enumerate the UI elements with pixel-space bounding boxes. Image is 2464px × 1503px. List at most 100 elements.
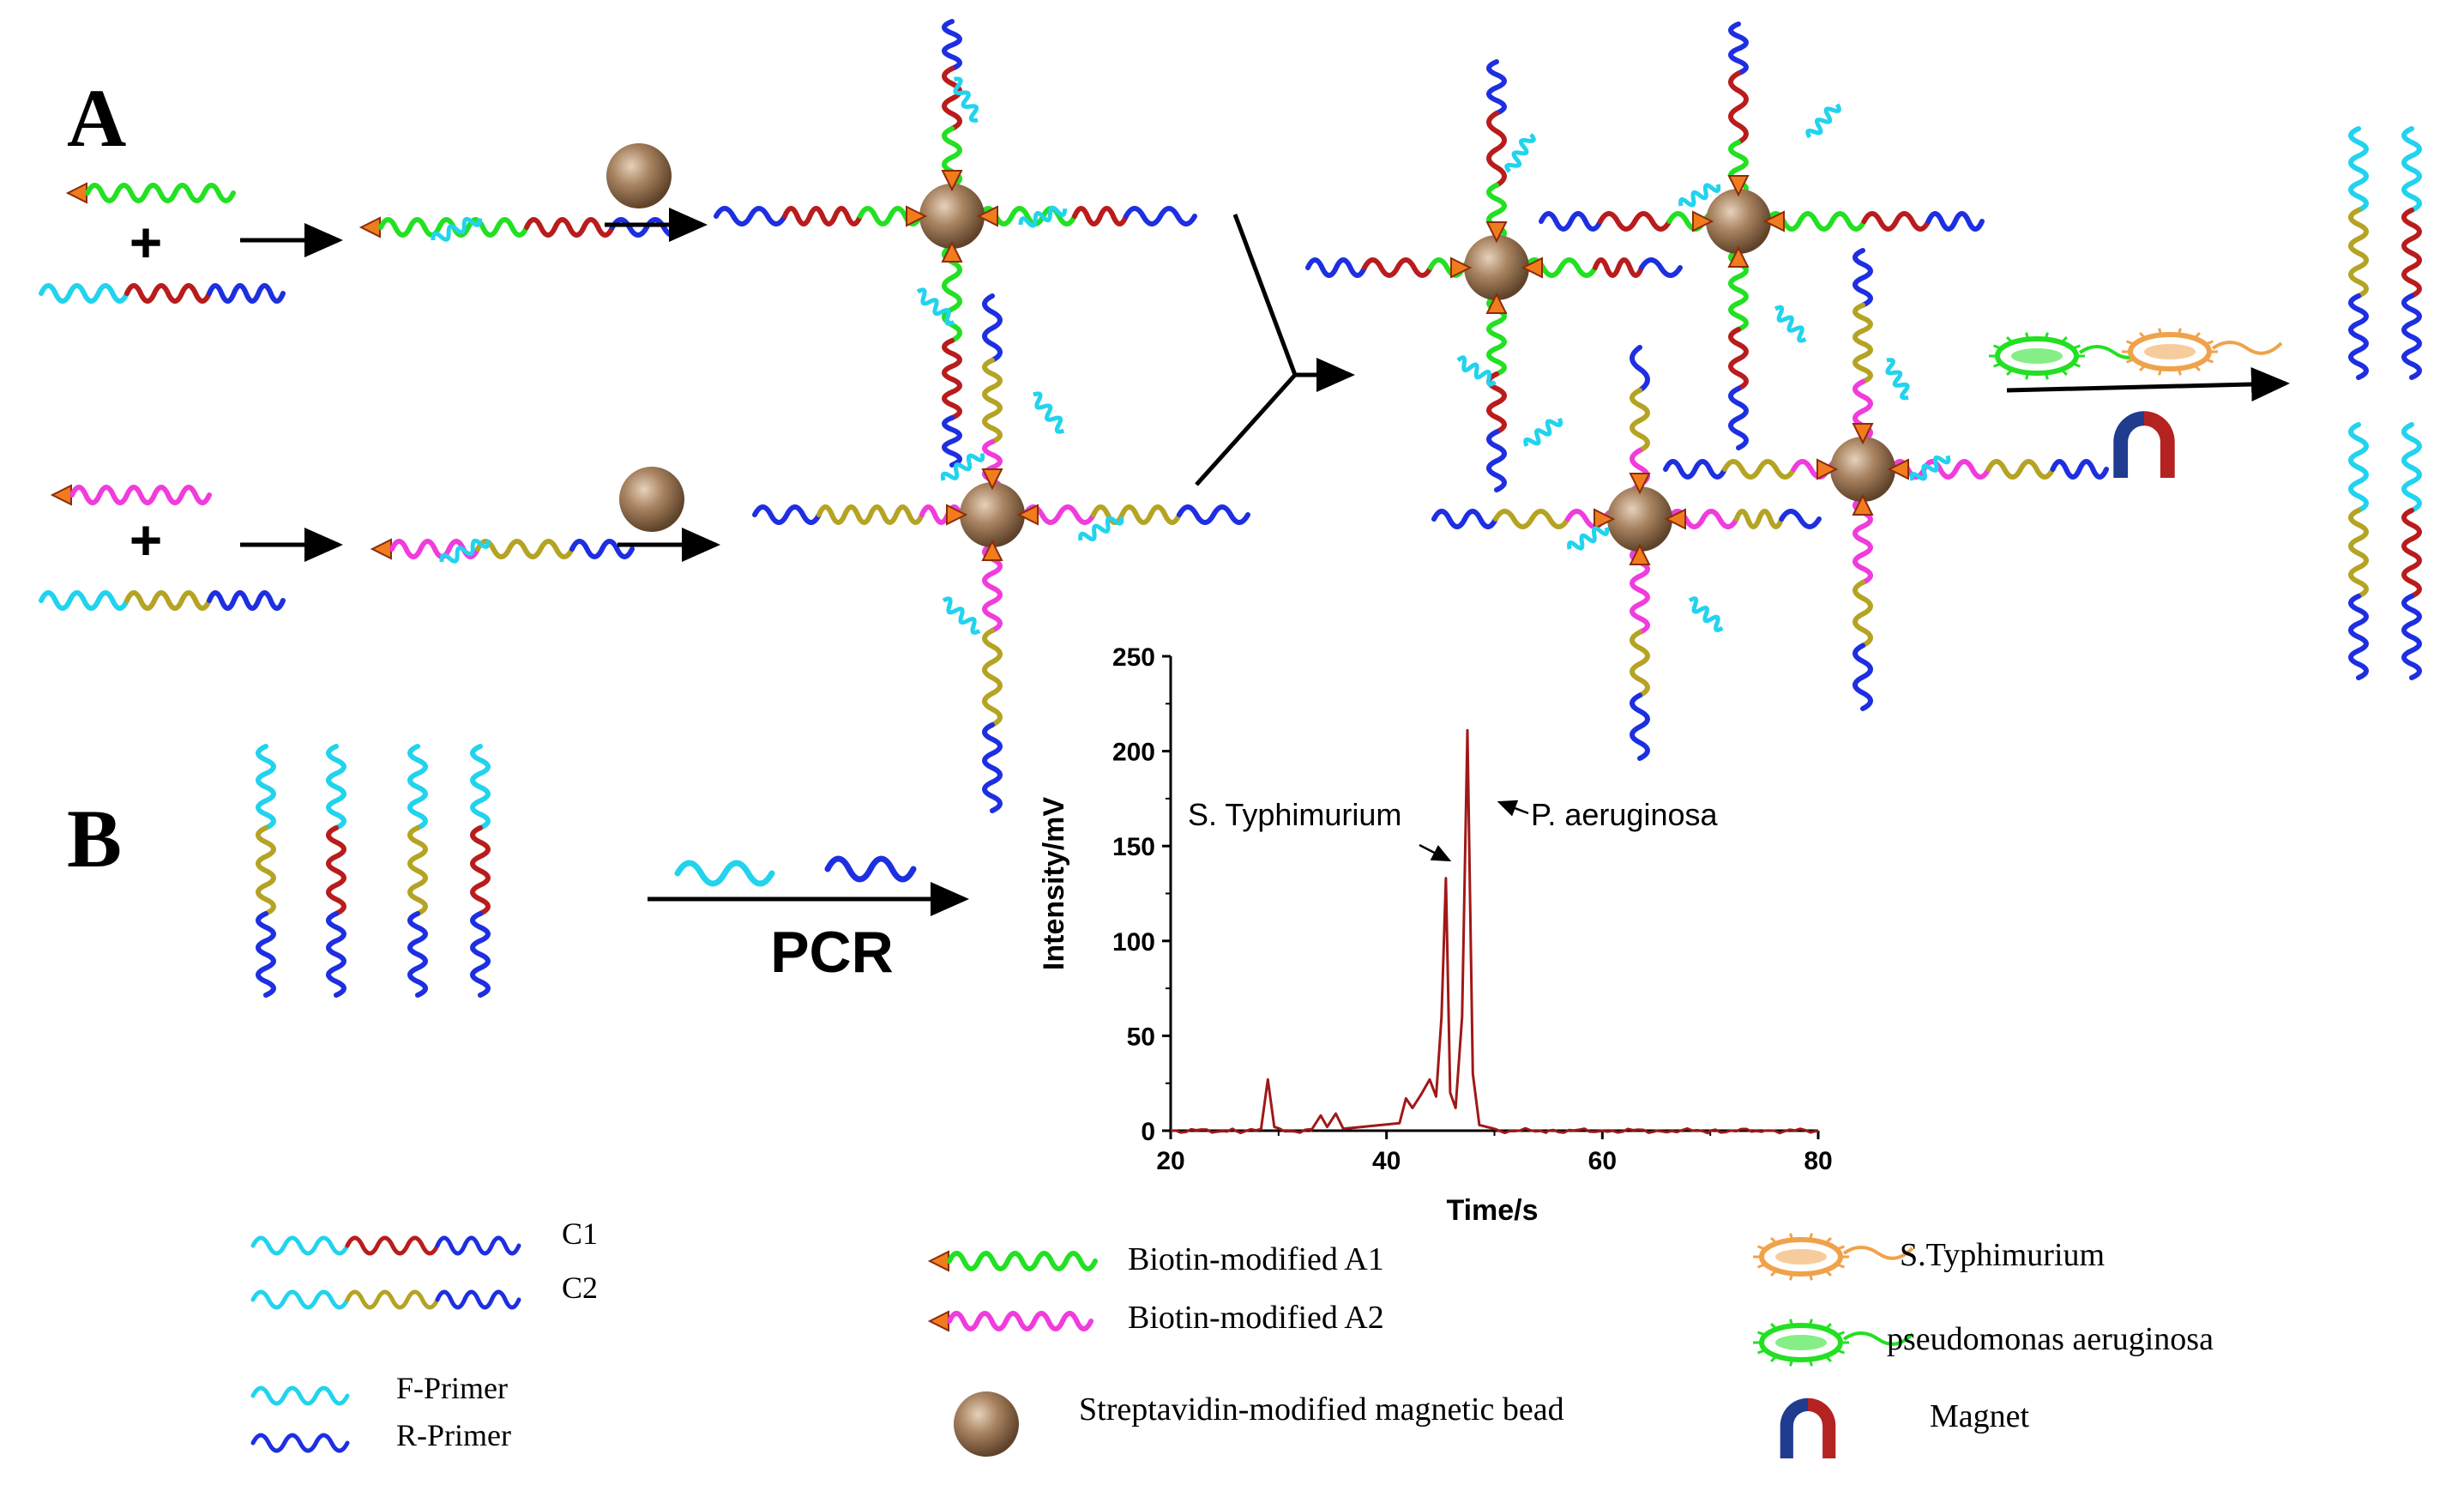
pilus: [1757, 1349, 1767, 1355]
biotin-icon: [1762, 210, 1785, 232]
biotin-icon: [358, 216, 381, 238]
network-strand: [1493, 509, 1570, 529]
released-c2: [2348, 208, 2369, 299]
bound-primer-wave: [1805, 103, 1841, 139]
magnetic-bead-icon: [1607, 486, 1672, 552]
bound-primer: [431, 216, 482, 242]
bound-primer: [940, 452, 985, 481]
strand-a1: [85, 183, 236, 203]
bound-primer-wave: [1678, 183, 1721, 208]
template-c1: [326, 911, 346, 998]
network-strand: [1728, 327, 1749, 391]
strand-c1: [39, 283, 130, 304]
biotin-icon: [946, 504, 968, 526]
network-strand: [1486, 59, 1507, 116]
biotin-icon: [1727, 245, 1750, 268]
released-c1: [2401, 126, 2422, 213]
electropherogram-trace: [1170, 728, 1819, 1135]
bead1-right-strand: [1072, 206, 1129, 226]
pilus: [1835, 1331, 1845, 1337]
template-c2: [256, 911, 276, 998]
p-aeruginosa-bacterium-icon: [1989, 332, 2150, 380]
biotin-icon: [1629, 543, 1651, 565]
legend-c1-icon: [435, 1235, 521, 1256]
pilus: [2071, 362, 2081, 368]
pilus: [1835, 1263, 1845, 1269]
pilus: [1808, 1359, 1813, 1367]
strand-a1-c1-duplex: [610, 217, 684, 238]
legend-p-aeruginosa-icon: [1753, 1319, 1914, 1367]
released-c1: [2401, 508, 2422, 599]
y-tick-label: 200: [1112, 739, 1155, 767]
network-strand: [1431, 509, 1498, 529]
released-c2: [2348, 422, 2369, 513]
bead1-right-strand: [1124, 206, 1197, 226]
bead2-top-strand: [982, 293, 1003, 363]
pilus: [2025, 372, 2030, 380]
biotin-icon: [1692, 210, 1714, 232]
strand-a2: [69, 485, 212, 505]
strand-c2: [39, 590, 130, 611]
biotin-icon: [50, 484, 72, 506]
bound-primer-wave: [1018, 205, 1068, 228]
pilus: [2044, 372, 2049, 380]
template-c2: [407, 744, 428, 830]
released-c1: [2401, 422, 2422, 513]
bead2-right-strand: [1091, 504, 1182, 525]
strand-c1: [124, 283, 212, 304]
pilus: [1824, 1323, 1832, 1331]
magnet-pole-n: [2113, 411, 2144, 478]
template-c2: [256, 744, 276, 830]
bead1-left-strand: [782, 206, 863, 226]
network-strand: [1630, 692, 1650, 761]
biotin-icon: [1852, 493, 1874, 516]
network-strand: [1728, 70, 1749, 145]
bead1-top-strand: [942, 19, 962, 71]
bound-primer: [1774, 305, 1807, 343]
template-c1: [326, 825, 346, 916]
bound-primer: [1523, 417, 1563, 447]
x-tick-label: 80: [1804, 1147, 1832, 1175]
pilus: [2126, 358, 2136, 364]
magnet-pole-n: [1780, 1397, 1808, 1458]
released-c2: [2348, 126, 2369, 213]
biotin-icon: [370, 538, 392, 560]
legend-s-typhimurium-icon: [1753, 1233, 1914, 1281]
template-c1: [470, 825, 491, 916]
pilus: [2025, 332, 2030, 340]
bound-primer-wave: [431, 216, 482, 242]
magnetic-bead-icon: [919, 184, 985, 249]
pilus: [1824, 1269, 1832, 1277]
bound-primer: [1033, 391, 1065, 434]
legend-biotin-icon: [927, 1250, 949, 1272]
pilus: [2158, 368, 2163, 376]
template-c1: [470, 744, 491, 830]
legend-f-primer-label: F-Primer: [396, 1371, 508, 1405]
biotin-icon: [941, 170, 963, 192]
pilus: [2139, 364, 2147, 371]
legend-a1-label: Biotin-modified A1: [1128, 1241, 1384, 1277]
pilus: [2177, 368, 2182, 376]
pilus: [2060, 336, 2068, 344]
bead2-left-strand: [816, 504, 925, 525]
legend-c2-label: C2: [562, 1271, 598, 1305]
bound-primer: [953, 76, 979, 123]
template-c1: [470, 911, 491, 998]
biotin-icon: [906, 205, 928, 227]
legend-c1-icon: [345, 1235, 440, 1256]
released-c1: [2401, 594, 2422, 680]
template-c2: [407, 825, 428, 916]
network-strand: [1728, 21, 1749, 76]
biotin-icon: [1016, 504, 1039, 526]
s-typhimurium-bacterium-icon: [2122, 328, 2283, 376]
pilus: [1993, 344, 2003, 350]
y-tick-label: 100: [1112, 928, 1155, 957]
legend-c1-icon: [250, 1235, 350, 1256]
bacterium-core: [2011, 348, 2063, 364]
pilus: [2139, 332, 2147, 340]
biotin-icon: [1727, 175, 1750, 197]
y-tick-label: 50: [1127, 1023, 1155, 1051]
chart-xlabel: Time/s: [1446, 1194, 1538, 1227]
magnetic-bead-icon: [619, 467, 684, 532]
